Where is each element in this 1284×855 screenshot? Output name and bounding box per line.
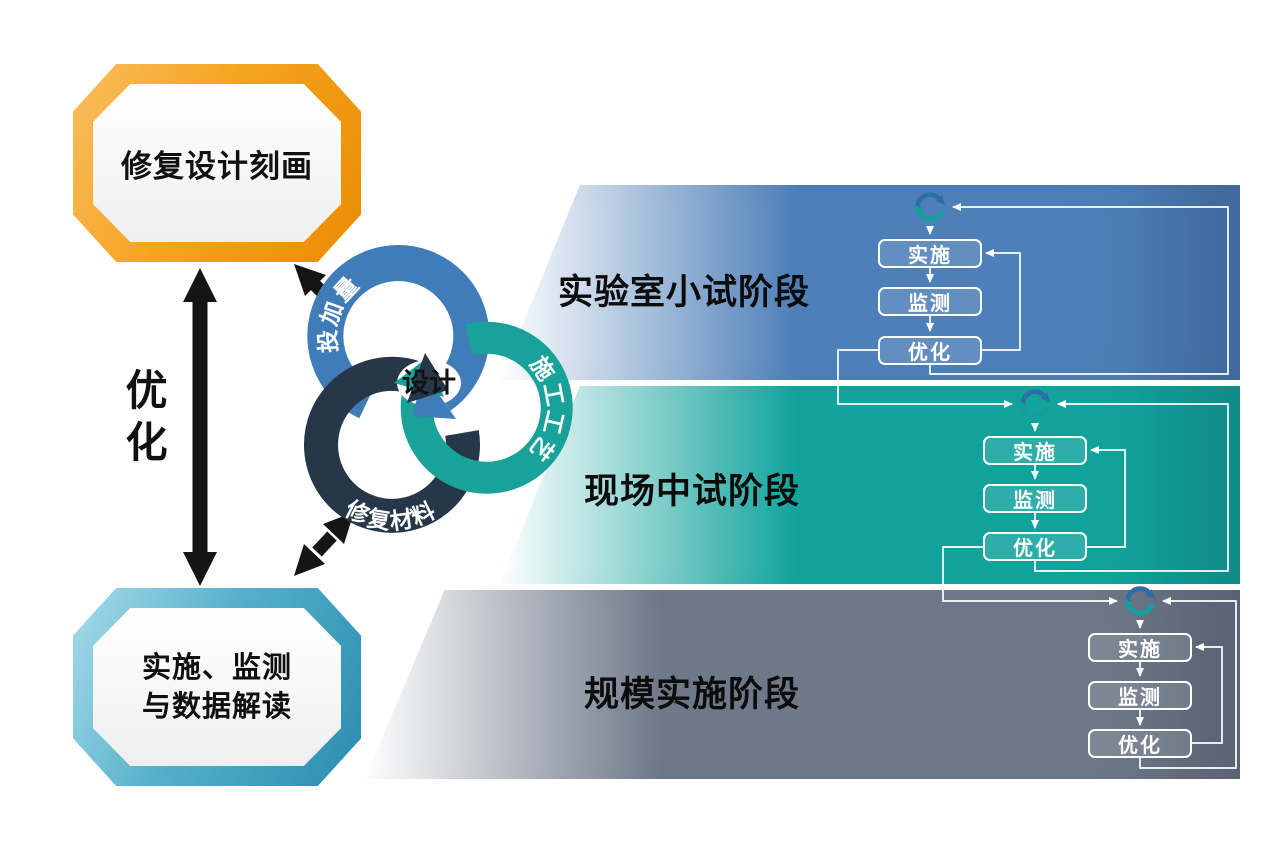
arrow-head-up <box>183 268 217 302</box>
design-characterization-label: 修复设计刻画 <box>121 148 313 185</box>
optimize-label: 优化 <box>119 368 168 472</box>
step-box-monitor: 监测 <box>878 287 982 316</box>
implementation-monitoring-panel: 实施、监测 与数据解读 <box>93 608 341 766</box>
step-box-monitor: 监测 <box>1088 681 1192 710</box>
material-arc-label: 修复材料 <box>340 495 439 536</box>
optimize-feedback-arrows <box>183 264 354 586</box>
implementation-monitoring-line2: 与数据解读 <box>141 689 292 723</box>
dosage-ring <box>307 245 490 419</box>
cycle-center-gap <box>397 360 461 406</box>
arrow-head-down <box>183 552 217 586</box>
top-diagonal-double-arrow <box>308 278 332 302</box>
implementation-monitoring-line1: 实施、监测 <box>141 649 292 684</box>
stage-label-scale: 规模实施阶段 <box>584 675 801 715</box>
arrow-head-upright <box>323 512 354 544</box>
material-ring-arrowhead <box>407 353 448 403</box>
design-characterization-panel: 修复设计刻画 <box>93 84 341 242</box>
svg-text:投加量: 投加量 <box>315 271 365 353</box>
stage-label-pilot: 现场中试阶段 <box>584 472 801 512</box>
arrow-head-upleft <box>294 264 326 296</box>
step-box-optimize: 优化 <box>1088 729 1192 758</box>
dosage-arc-label: 投加量 <box>315 271 363 353</box>
step-box-implement: 实施 <box>983 436 1087 465</box>
implementation-monitoring-label: 实施、监测 与数据解读 <box>142 648 292 726</box>
arrow-head-downright <box>315 285 344 314</box>
step-box-monitor: 监测 <box>983 484 1087 513</box>
stage-label-lab: 实验室小试阶段 <box>558 273 811 313</box>
step-box-implement: 实施 <box>1088 633 1192 662</box>
bottom-diagonal-double-arrow <box>312 531 337 557</box>
arrow-head-downleft <box>294 544 325 576</box>
svg-text:修复材料: 修复材料 <box>340 495 441 536</box>
technique-ring-arrowhead <box>394 357 444 397</box>
step-box-implement: 实施 <box>878 239 982 268</box>
design-characterization-box: 修复设计刻画 <box>73 64 361 262</box>
step-box-optimize: 优化 <box>878 336 982 365</box>
design-cycle: 投加量 施工工艺 修复材料 设计 <box>304 245 573 536</box>
implementation-monitoring-box: 实施、监测 与数据解读 <box>73 588 361 786</box>
material-ring <box>304 356 480 533</box>
cycle-center-label: 设计 <box>402 368 456 399</box>
step-box-optimize: 优化 <box>983 532 1087 561</box>
dosage-ring-arrowhead <box>412 373 456 419</box>
